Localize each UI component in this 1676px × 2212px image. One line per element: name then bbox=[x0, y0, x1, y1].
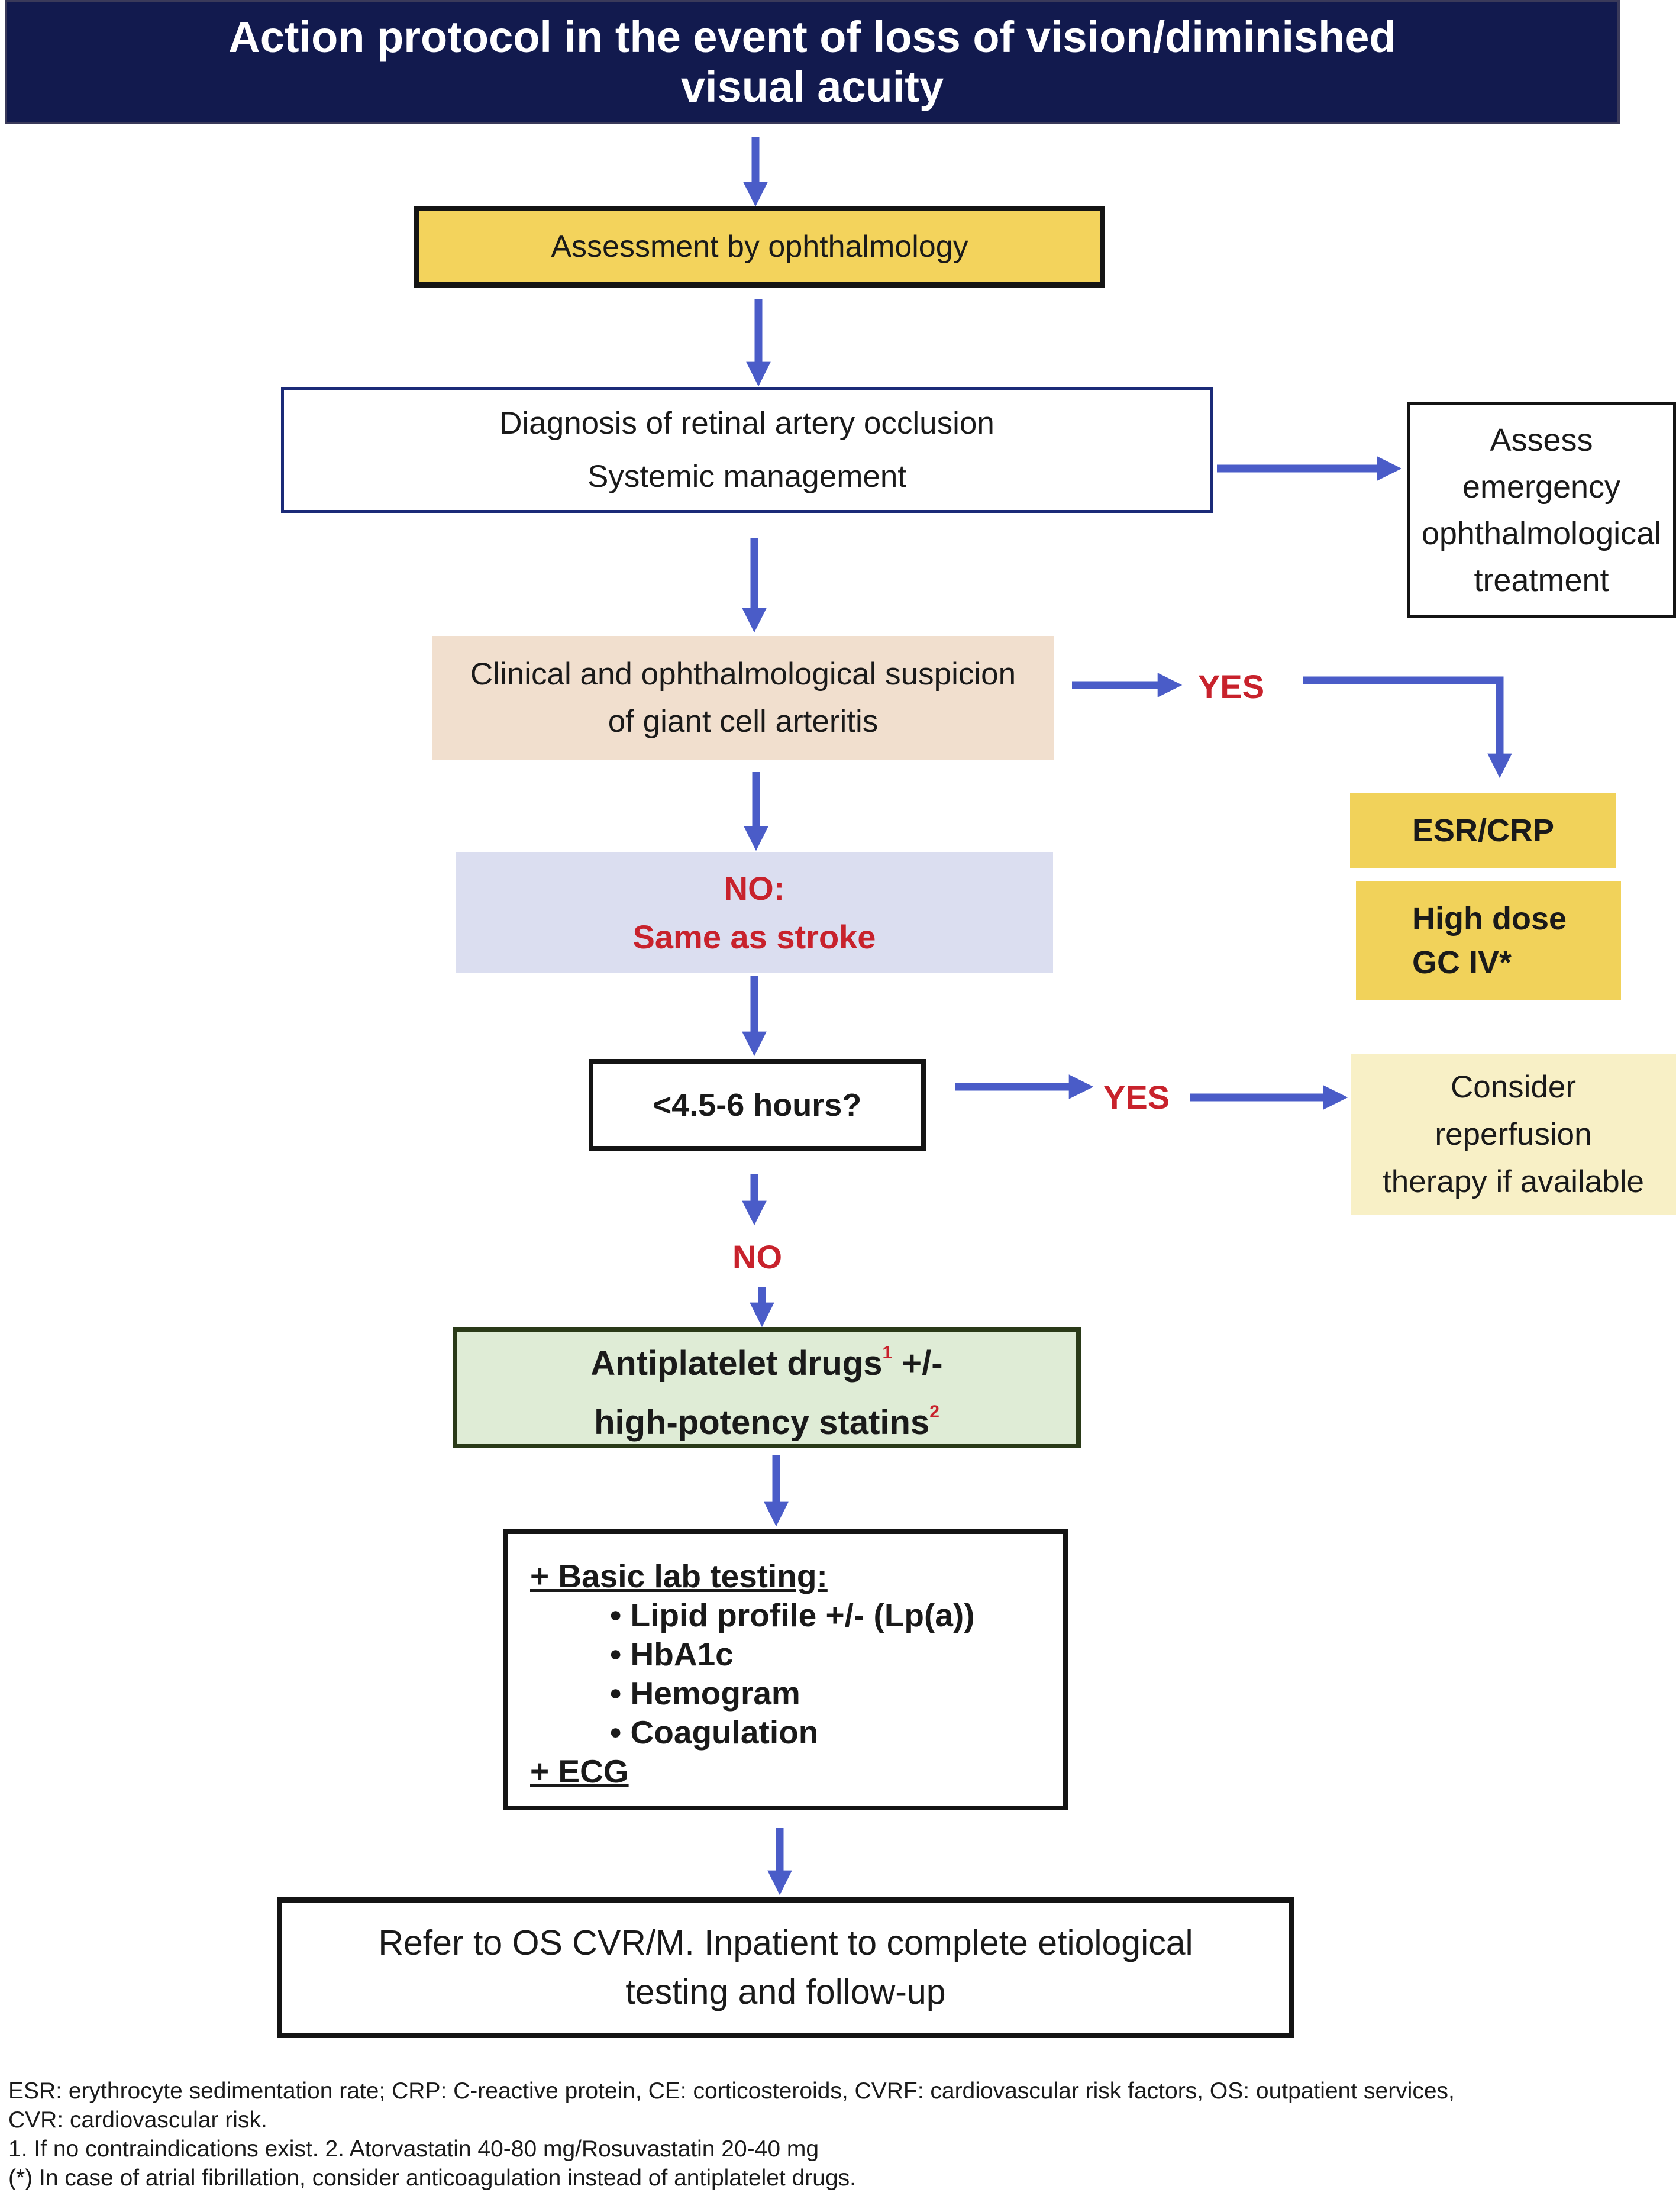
edge-label-yes-time: YES bbox=[1103, 1078, 1170, 1116]
refer-line-2: testing and follow-up bbox=[625, 1972, 946, 2011]
gca-line-1: Clinical and ophthalmological suspicion bbox=[470, 657, 1016, 692]
lab-footer: + ECG bbox=[530, 1753, 629, 1790]
high-dose-gc-node: High dose GC IV* bbox=[1356, 881, 1621, 1000]
antiplatelet-line-2: high-potency statins2 bbox=[594, 1388, 939, 1447]
reperfusion-line-1: Consider bbox=[1450, 1070, 1577, 1105]
footnote-mark-2: 2 bbox=[929, 1402, 939, 1422]
diagnosis-line-1: Diagnosis of retinal artery occlusion bbox=[499, 406, 994, 441]
lab-header: + Basic lab testing: bbox=[530, 1558, 828, 1594]
antiplatelet-line-1: Antiplatelet drugs1 +/- bbox=[590, 1329, 942, 1388]
footnotes: ESR: erythrocyte sedimentation rate; CRP… bbox=[8, 2077, 1665, 2192]
reperfusion-node: Consider reperfusion therapy if availabl… bbox=[1351, 1054, 1676, 1215]
gc-line-1: High dose bbox=[1412, 901, 1567, 937]
emergency-line-1: Assess bbox=[1490, 422, 1593, 458]
diagnosis-node: Diagnosis of retinal artery occlusion Sy… bbox=[281, 387, 1213, 513]
footnote-mark-1: 1 bbox=[882, 1342, 893, 1362]
assessment-label: Assessment by ophthalmology bbox=[551, 230, 968, 264]
title-line-1: Action protocol in the event of loss of … bbox=[228, 12, 1396, 62]
no-line-2: Same as stroke bbox=[632, 918, 876, 955]
footnote-line: 1. If no contraindications exist. 2. Ato… bbox=[8, 2136, 819, 2162]
gca-suspicion-node: Clinical and ophthalmological suspicion … bbox=[432, 636, 1054, 760]
no-same-as-stroke-node: NO: Same as stroke bbox=[456, 852, 1053, 973]
assessment-node: Assessment by ophthalmology bbox=[414, 206, 1105, 288]
lab-item: • Hemogram bbox=[610, 1675, 800, 1712]
antiplatelet-suffix-1: +/- bbox=[892, 1344, 943, 1383]
antiplatelet-node: Antiplatelet drugs1 +/- high-potency sta… bbox=[453, 1327, 1081, 1448]
edge-label-no-time: NO bbox=[732, 1238, 782, 1275]
footnote-line: (*) In case of atrial fibrillation, cons… bbox=[8, 2165, 856, 2191]
emergency-line-2: emergency bbox=[1462, 469, 1621, 505]
basic-lab-testing-node: + Basic lab testing: • Lipid profile +/-… bbox=[503, 1529, 1068, 1810]
refer-node: Refer to OS CVR/M. Inpatient to complete… bbox=[277, 1897, 1294, 2038]
edge-label-yes-gca: YES bbox=[1198, 668, 1265, 705]
lab-item: • Lipid profile +/- (Lp(a)) bbox=[610, 1597, 975, 1633]
title-line-2: visual acuity bbox=[680, 62, 944, 111]
no-line-1: NO: bbox=[724, 869, 785, 907]
gca-line-2: of giant cell arteritis bbox=[608, 704, 879, 739]
gc-line-2: GC IV* bbox=[1412, 945, 1512, 980]
reperfusion-line-2: reperfusion bbox=[1435, 1117, 1592, 1152]
time-label: <4.5-6 hours? bbox=[653, 1087, 862, 1123]
esr-crp-label: ESR/CRP bbox=[1412, 813, 1555, 848]
emergency-line-3: ophthalmological bbox=[1421, 515, 1662, 551]
footnote-line: CVR: cardiovascular risk. bbox=[8, 2107, 267, 2133]
refer-line-1: Refer to OS CVR/M. Inpatient to complete… bbox=[378, 1923, 1193, 1962]
esr-crp-node: ESR/CRP bbox=[1350, 793, 1616, 868]
arrow-yes-to-esr bbox=[1303, 676, 1512, 779]
antiplatelet-text-2: high-potency statins bbox=[594, 1403, 930, 1442]
diagnosis-line-2: Systemic management bbox=[587, 459, 907, 494]
lab-item: • Coagulation bbox=[610, 1714, 819, 1751]
antiplatelet-text-1: Antiplatelet drugs bbox=[590, 1344, 883, 1383]
emergency-treatment-node: Assess emergency ophthalmological treatm… bbox=[1407, 402, 1676, 618]
time-window-node: <4.5-6 hours? bbox=[589, 1059, 926, 1151]
reperfusion-line-3: therapy if available bbox=[1383, 1164, 1644, 1199]
lab-item: • HbA1c bbox=[610, 1636, 734, 1672]
footnote-line: ESR: erythrocyte sedimentation rate; CRP… bbox=[8, 2078, 1455, 2104]
diagram-title: Action protocol in the event of loss of … bbox=[5, 0, 1620, 124]
emergency-line-4: treatment bbox=[1474, 562, 1609, 598]
